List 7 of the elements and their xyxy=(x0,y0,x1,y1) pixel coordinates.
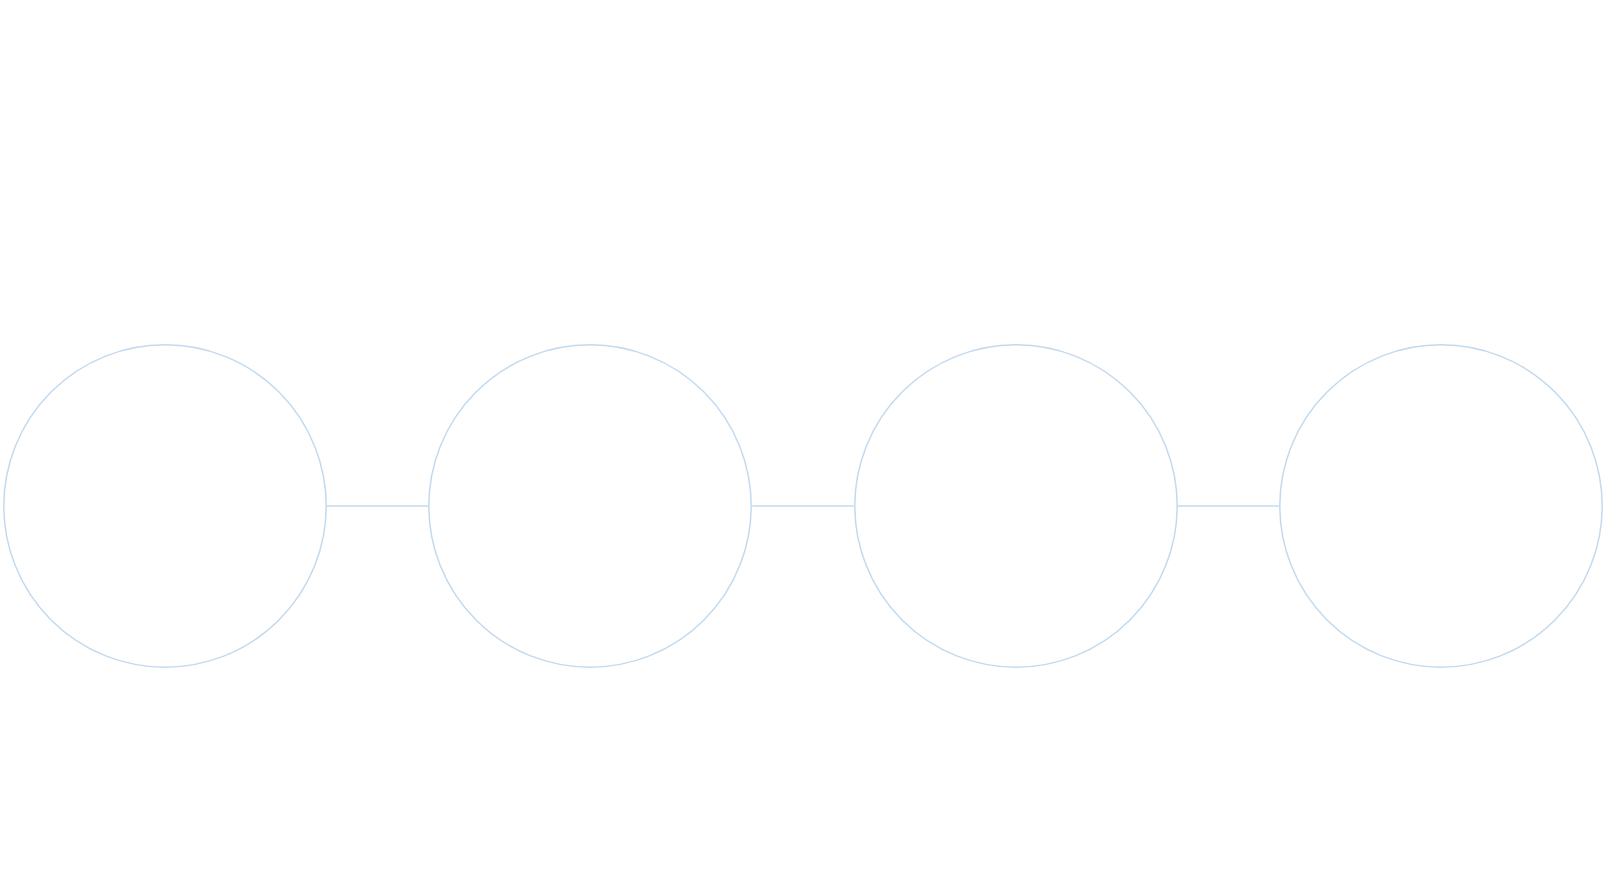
connector-line xyxy=(326,505,430,507)
circle xyxy=(428,344,753,668)
circle xyxy=(3,344,327,668)
connector-line xyxy=(751,505,855,507)
circle xyxy=(1278,344,1603,668)
circle xyxy=(853,344,1178,668)
connector-line xyxy=(1176,505,1280,507)
